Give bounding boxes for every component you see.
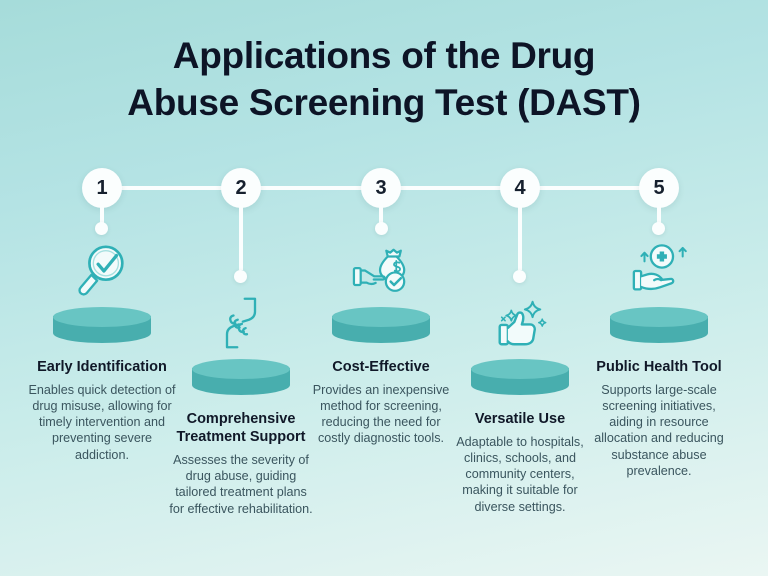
step-column-1: Early Identification Enables quick detec… xyxy=(28,242,176,463)
step-description: Provides an inexpensive method for scree… xyxy=(312,383,450,446)
timeline-end-dot-2 xyxy=(234,270,247,283)
step-number: 5 xyxy=(653,176,665,199)
step-number: 1 xyxy=(96,176,108,199)
step-description: Enables quick detection of drug misuse, … xyxy=(28,383,176,462)
platform-disc xyxy=(471,359,569,395)
step-description: Assesses the severity of drug abuse, gui… xyxy=(169,453,313,516)
timeline-node-5: 5 xyxy=(639,168,679,208)
timeline-end-dot-3 xyxy=(375,222,388,235)
step-description: Adaptable to hospitals, clinics, schools… xyxy=(456,435,584,514)
thumbs-up-sparkles-icon xyxy=(446,294,594,352)
timeline-node-4: 4 xyxy=(500,168,540,208)
timeline-stem-3 xyxy=(379,206,383,223)
step-description: Supports large-scale screening initiativ… xyxy=(594,383,724,478)
timeline-stem-1 xyxy=(100,206,104,223)
step-title: Public Health Tool xyxy=(596,359,722,375)
platform-disc xyxy=(192,359,290,395)
step-number: 2 xyxy=(235,176,247,199)
step-number: 4 xyxy=(514,176,526,199)
step-number: 3 xyxy=(375,176,387,199)
step-title: Versatile Use xyxy=(474,411,566,427)
timeline-node-3: 3 xyxy=(361,168,401,208)
step-column-4: Versatile Use Adaptable to hospitals, cl… xyxy=(446,294,594,515)
magnifier-check-icon xyxy=(28,242,176,300)
step-title: Cost-Effective xyxy=(332,359,430,375)
timeline-end-dot-1 xyxy=(95,222,108,235)
timeline-stem-4 xyxy=(518,206,522,270)
health-hand-icon xyxy=(585,242,733,300)
timeline-end-dot-4 xyxy=(513,270,526,283)
timeline-end-dot-5 xyxy=(652,222,665,235)
step-title: Comprehensive Treatment Support xyxy=(176,411,306,446)
timeline-stem-2 xyxy=(239,206,243,270)
money-hand-check-icon xyxy=(307,242,455,300)
platform-disc xyxy=(332,307,430,343)
step-column-2: Comprehensive Treatment Support Assesses… xyxy=(167,294,315,517)
timeline-stem-5 xyxy=(657,206,661,223)
step-column-3: Cost-Effective Provides an inexpensive m… xyxy=(307,242,455,447)
platform-disc xyxy=(53,307,151,343)
step-title: Early Identification xyxy=(37,359,167,375)
page-title-line-1: Applications of the Drug xyxy=(172,35,596,76)
timeline-node-2: 2 xyxy=(221,168,261,208)
handshake-icon xyxy=(167,294,315,352)
step-column-5: Public Health Tool Supports large-scale … xyxy=(585,242,733,479)
page-title-line-2: Abuse Screening Test (DAST) xyxy=(127,82,641,124)
timeline-node-1: 1 xyxy=(82,168,122,208)
platform-disc xyxy=(610,307,708,343)
